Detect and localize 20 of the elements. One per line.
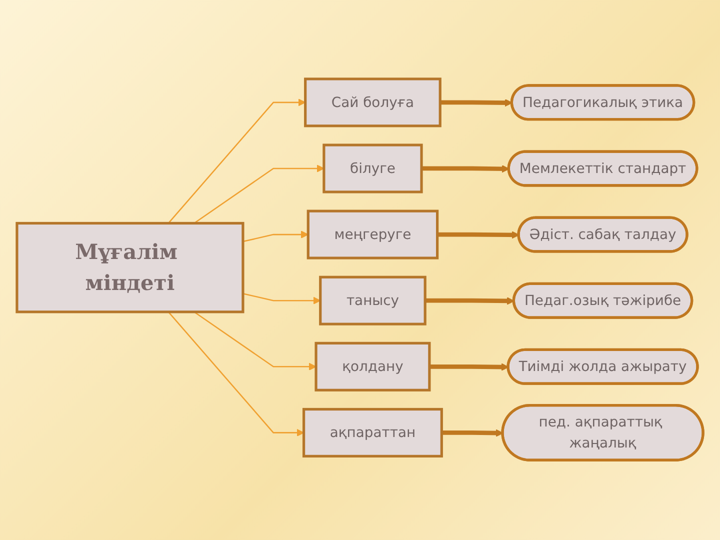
node-box [302,408,443,458]
node-box [304,78,442,128]
arrow [442,430,504,438]
arrow [440,99,512,108]
arrow [242,293,321,305]
node-box [322,144,423,194]
arrow [429,364,509,372]
node-box [319,276,426,326]
node-box [16,222,244,314]
arrow [194,312,316,371]
arrow [168,312,304,437]
diagram: Мұғалім міндеті Сай болуға білуге меңгеруге танысу қолдану ақпараттан Педагогикалық этика Мемлекеттік стандарт Әдіст. сабақ талдау Педаг.озық тәжірибе Тиімді жолда ажырату пед. ақпараттық жаңалық [10,72,710,468]
node-box [314,342,431,392]
arrow [422,165,510,174]
node-box [306,210,439,260]
arrow [242,231,308,243]
arrow [194,165,324,224]
arrow [168,99,306,224]
arrow [425,298,514,306]
arrow [437,232,520,240]
